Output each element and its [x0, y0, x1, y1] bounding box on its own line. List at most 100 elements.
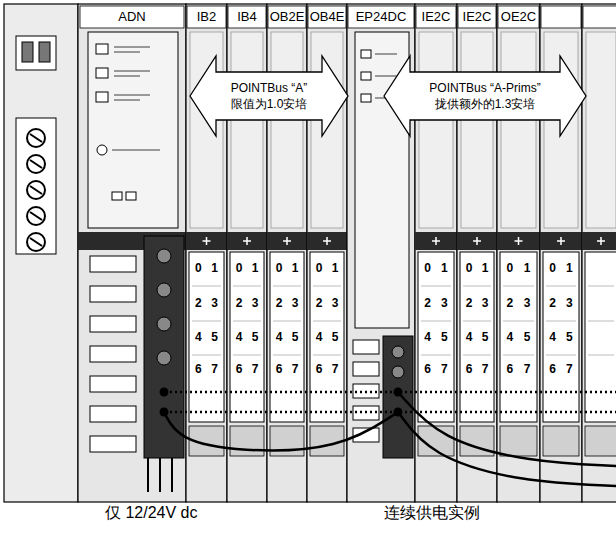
panel-mark — [114, 99, 140, 101]
terminal-block — [460, 252, 494, 422]
module-band — [267, 232, 307, 250]
screw-slot — [30, 134, 42, 142]
cable-slot — [353, 362, 379, 376]
module-face — [461, 32, 493, 228]
power-terminal — [383, 336, 413, 458]
terminal-divider — [192, 321, 221, 322]
terminal-number: 3 — [211, 297, 218, 310]
panel-mark — [114, 75, 140, 77]
terminal-divider — [463, 355, 491, 356]
terminal-divider — [503, 286, 534, 287]
label-strip — [80, 6, 184, 28]
terminal-divider — [546, 286, 576, 287]
module-face — [190, 32, 223, 228]
rotary-switch — [22, 42, 33, 62]
cable-slot — [353, 340, 379, 354]
terminal-divider — [503, 321, 534, 322]
plus-mark — [246, 237, 248, 245]
terminal-number: 0 — [236, 262, 243, 275]
terminal-block — [230, 252, 264, 422]
terminal-number: 1 — [211, 262, 218, 275]
module-label: OB4E — [310, 10, 345, 24]
terminal-number: 6 — [424, 363, 431, 376]
power-terminal — [144, 236, 184, 458]
terminal-number: 0 — [276, 262, 283, 275]
screw-slot — [30, 160, 42, 168]
wire-junction — [160, 388, 169, 397]
terminal-block — [189, 252, 224, 422]
module-band — [227, 232, 267, 250]
supply-wire — [398, 392, 616, 466]
bus-arrow: POINTBus “A-Prims”拢供额外的1.3安培 — [384, 56, 586, 136]
screw-slot — [30, 238, 42, 246]
terminal-block — [270, 252, 304, 422]
terminal-number: 4 — [424, 331, 431, 344]
supply-wire — [398, 412, 616, 486]
terminal-number: 7 — [441, 363, 448, 376]
supply-wire — [164, 412, 398, 450]
terminal-number: 5 — [482, 331, 489, 344]
terminal-number: 7 — [332, 363, 339, 376]
terminal-block — [418, 252, 454, 422]
connector-block — [16, 118, 56, 254]
label-strip — [541, 6, 581, 28]
terminal-divider — [273, 355, 301, 356]
port-led — [126, 192, 136, 200]
status-led — [96, 92, 108, 102]
panel-mark — [114, 70, 150, 72]
plus-mark — [518, 237, 520, 245]
terminal-screw — [27, 155, 45, 173]
bus-text: POINTBus “A” — [231, 80, 308, 96]
terminal-number: 1 — [441, 262, 448, 275]
terminal-number: 2 — [466, 297, 473, 310]
terminal-number: 0 — [549, 262, 556, 275]
supply-lead — [147, 458, 149, 492]
terminal-foot — [500, 426, 537, 456]
module-band — [540, 232, 582, 250]
terminal-number: 5 — [252, 331, 259, 344]
terminal-divider — [233, 321, 261, 322]
terminal-number: 6 — [316, 363, 323, 376]
module-band — [186, 232, 227, 250]
terminal-divider — [313, 355, 341, 356]
plus-mark — [476, 237, 478, 245]
cable-slot — [90, 286, 136, 302]
terminal-divider — [421, 286, 451, 287]
label-strip — [228, 6, 266, 28]
screw-slot — [30, 212, 42, 220]
terminal-screw — [157, 249, 171, 263]
terminal-number: 0 — [316, 262, 323, 275]
plus-mark — [326, 237, 328, 245]
terminal-divider — [546, 321, 576, 322]
terminal-number: 7 — [292, 363, 299, 376]
label-strip — [498, 6, 539, 28]
label-strip — [308, 6, 346, 28]
panel-mark — [375, 53, 397, 55]
terminal-number: 2 — [276, 297, 283, 310]
double-arrow-shape — [190, 56, 348, 136]
terminal-screw — [157, 283, 171, 297]
terminal-number: 5 — [211, 331, 218, 344]
cable-slot — [90, 376, 136, 392]
terminal-number: 6 — [549, 363, 556, 376]
switch-housing — [16, 36, 56, 70]
plus-mark — [206, 237, 208, 245]
terminal-divider — [313, 286, 341, 287]
terminal-screw — [157, 317, 171, 331]
terminal-number: 5 — [524, 331, 531, 344]
plus-mark — [600, 237, 602, 245]
module-face — [271, 32, 303, 228]
front-panel — [88, 32, 178, 228]
terminal-number: 5 — [566, 331, 573, 344]
panel-mark — [114, 46, 150, 48]
terminal-divider — [503, 355, 534, 356]
module-face — [231, 32, 263, 228]
module-face — [586, 32, 616, 228]
terminal-divider — [233, 286, 261, 287]
terminal-number: 1 — [566, 262, 573, 275]
terminal-divider — [192, 286, 221, 287]
terminal-block — [585, 252, 616, 422]
bus-text: POINTBus “A-Prims” — [429, 80, 540, 96]
